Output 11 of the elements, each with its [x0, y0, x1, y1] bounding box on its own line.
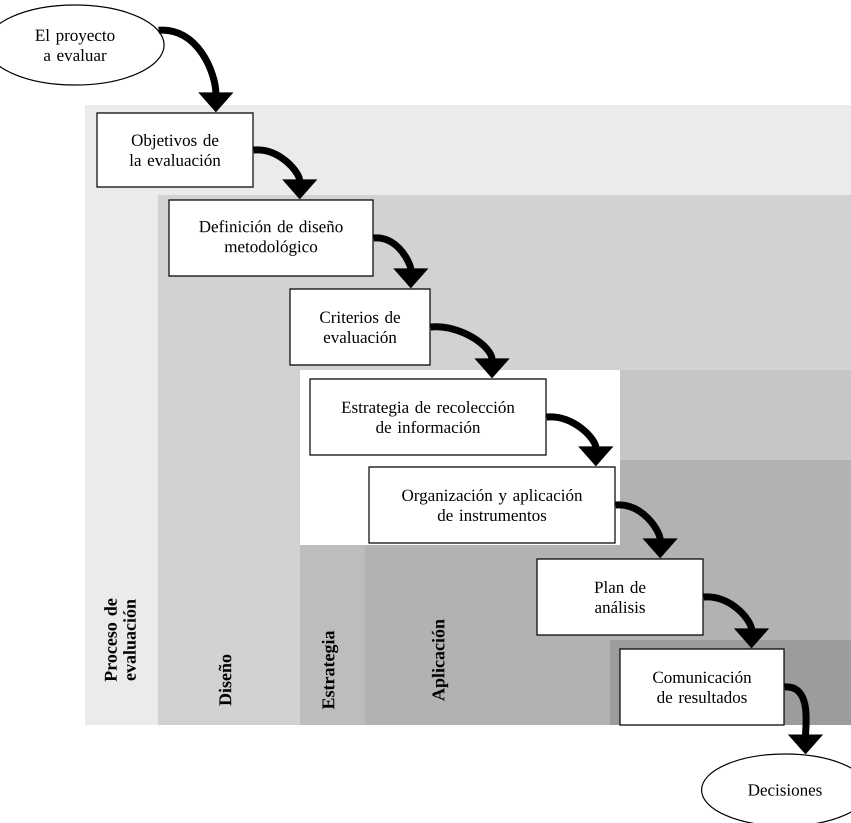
process-box: Estrategia de recolección de información [309, 378, 547, 456]
band-label: Diseño [218, 654, 232, 706]
process-box: Objetivos de la evaluación [96, 112, 254, 188]
process-box: Plan de análisis [536, 558, 704, 636]
process-box: Criterios de evaluación [289, 288, 431, 366]
band-label: Aplicación [432, 619, 448, 701]
band-label: Estrategia [322, 630, 338, 710]
band-label: Proceso de evaluación [104, 598, 136, 682]
process-box: Definición de diseño metodológico [168, 199, 374, 277]
process-box: Organización y aplicación de instrumentos [368, 466, 616, 544]
process-box: Comunicación de resultados [619, 648, 785, 726]
